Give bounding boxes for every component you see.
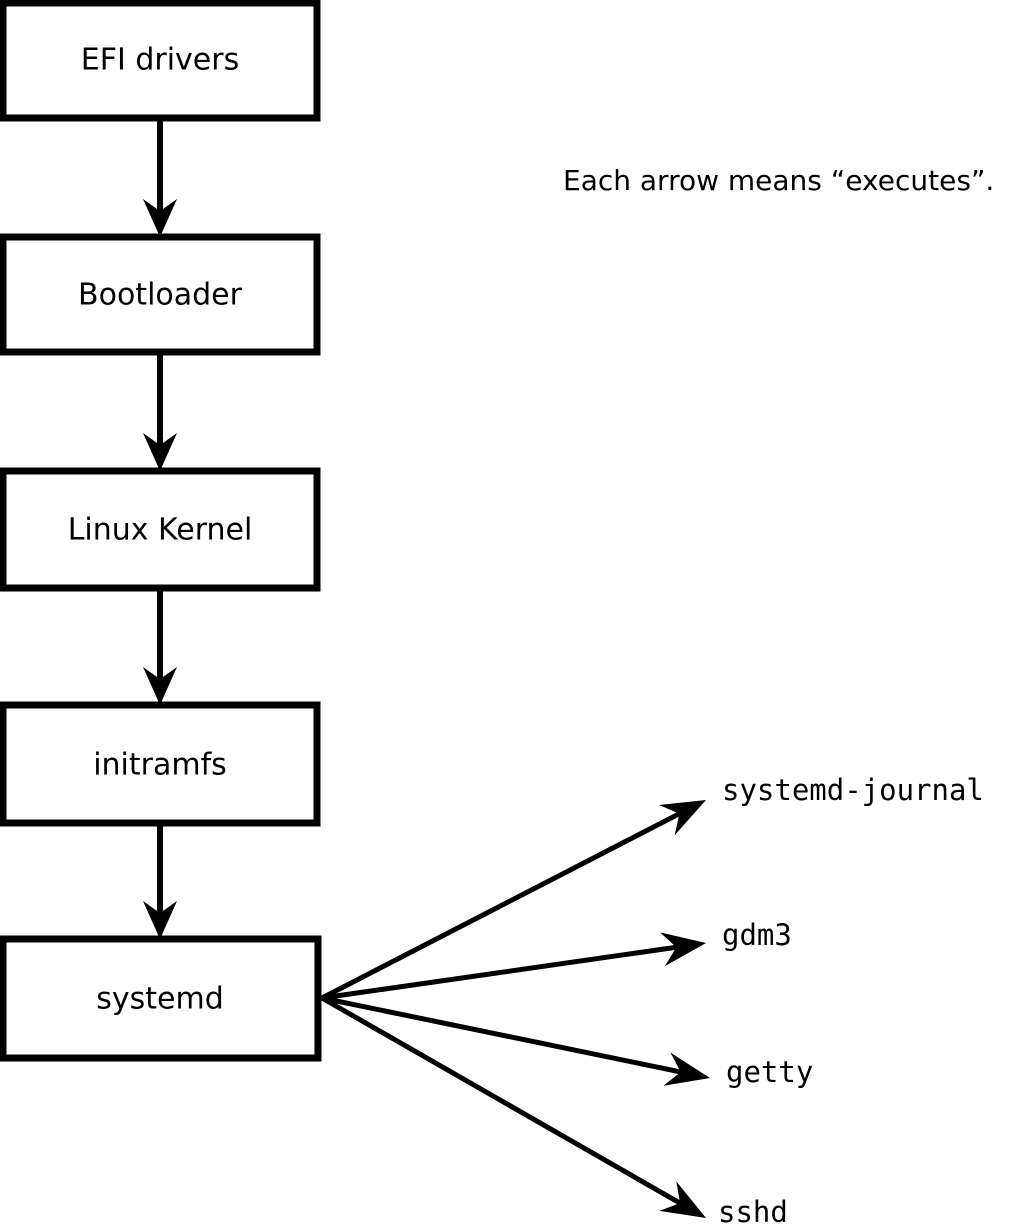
stage-box-rect — [0, 935, 322, 1062]
flow-arrow-head — [143, 199, 177, 237]
service-arrow-shaft — [320, 995, 689, 1210]
flow-arrow-head — [143, 901, 177, 939]
stage-box-efi-drivers[interactable]: EFI drivers — [0, 0, 321, 122]
service-arrow-head — [660, 932, 706, 967]
service-label-systemd-journal: systemd-journal — [722, 773, 984, 807]
service-label-getty: getty — [726, 1055, 813, 1089]
flow-arrow-efi-to-bootloader — [143, 118, 177, 237]
service-arrow-head — [659, 1181, 706, 1218]
service-arrow-sshd — [320, 995, 706, 1218]
stage-box-rect — [0, 0, 321, 122]
service-arrow-shaft — [320, 807, 688, 1001]
service-arrow-shaft — [321, 995, 689, 1077]
stage-box-systemd[interactable]: systemd — [0, 935, 322, 1062]
service-arrow-gdm3 — [321, 932, 706, 1001]
flow-arrow-head — [143, 667, 177, 705]
stage-box-rect — [0, 467, 321, 592]
service-arrow-getty — [321, 995, 710, 1086]
flow-arrow-group — [143, 118, 177, 939]
stage-box-bootloader[interactable]: Bootloader — [0, 233, 321, 356]
stage-box-label: Linux Kernel — [68, 513, 253, 548]
stage-box-label: systemd — [96, 982, 224, 1017]
service-arrow-head — [663, 1052, 710, 1086]
flow-arrow-kernel-to-initramfs — [143, 588, 177, 705]
service-label-sshd: sshd — [718, 1195, 788, 1229]
stage-box-label: EFI drivers — [81, 43, 239, 78]
stage-box-initramfs[interactable]: initramfs — [0, 701, 321, 827]
legend-note: Each arrow means “executes”. — [563, 164, 994, 197]
service-arrow-group — [320, 800, 710, 1218]
service-arrow-systemd-journal — [320, 800, 706, 1001]
flow-arrow-bootloader-to-kernel — [143, 352, 177, 471]
service-arrow-shaft — [321, 943, 685, 1001]
service-arrow-head — [659, 800, 706, 836]
stage-box-label: initramfs — [93, 748, 227, 783]
stage-box-rect — [0, 233, 321, 356]
stage-box-rect — [0, 701, 321, 827]
service-label-gdm3: gdm3 — [722, 918, 792, 952]
stage-box-linux-kernel[interactable]: Linux Kernel — [0, 467, 321, 592]
flow-arrow-initramfs-to-systemd — [143, 823, 177, 939]
flow-arrow-head — [143, 433, 177, 471]
stage-box-label: Bootloader — [78, 278, 243, 313]
